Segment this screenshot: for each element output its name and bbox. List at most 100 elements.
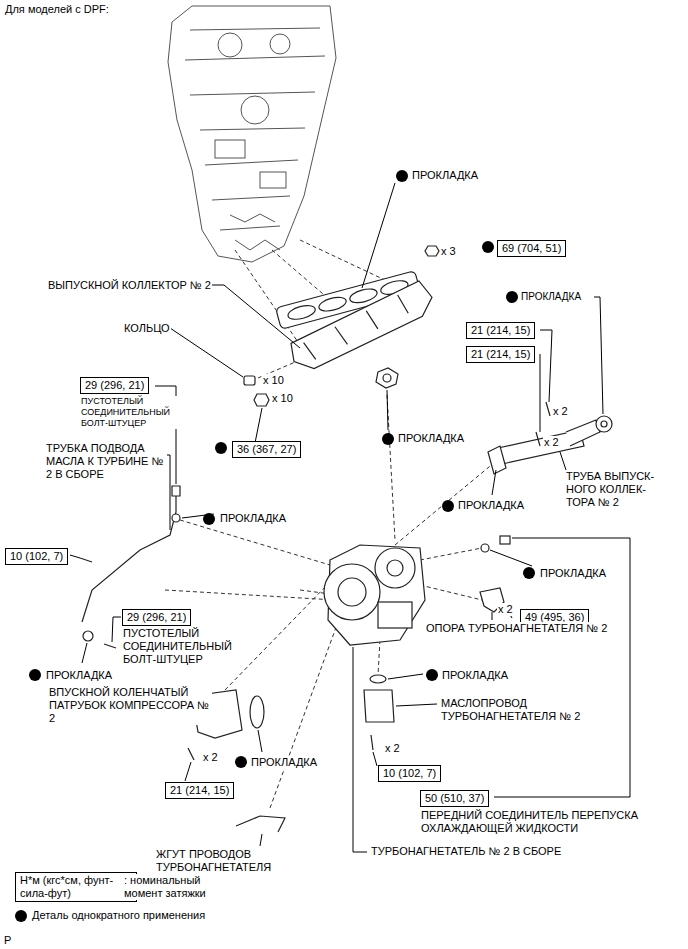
- engine-sketch: [218, 33, 242, 57]
- oil-outlet-pipe: [364, 690, 394, 722]
- torque-box: 10 (102, 7): [5, 548, 68, 565]
- engine-sketch: [230, 214, 280, 250]
- single-use-dot: [215, 442, 227, 454]
- small-gasket: [376, 368, 398, 388]
- single-use-dot: [29, 669, 41, 681]
- oil-outlet-pipe: [371, 735, 373, 750]
- part-name: ПРОКЛАДКА: [250, 756, 318, 769]
- leader-line: [560, 452, 566, 470]
- quantity-mark: x 2: [552, 405, 569, 418]
- wire-harness: [236, 816, 285, 832]
- oil-feed-pipe: [83, 631, 93, 641]
- torque-value: 29 (296, 21): [85, 379, 144, 392]
- part-name: ТУРБОНАГНЕТАТЕЛЬ № 2 В СБОРЕ: [370, 845, 562, 858]
- single-use-dot: [203, 513, 215, 525]
- engine-sketch: [185, 28, 325, 230]
- part-name: ПУСТОТЕЛЫЙ СОЕДИНИТЕЛЬНЫЙ БОЛТ-ШТУЦЕР: [122, 627, 242, 666]
- turbocharger: [324, 545, 425, 645]
- torque-box: 50 (510, 37): [420, 790, 489, 807]
- part-name: ПРОКЛАДКА: [411, 169, 479, 182]
- single-use-dot: [523, 567, 535, 579]
- leader-line: [492, 612, 493, 620]
- turbocharger: [375, 548, 415, 588]
- quantity-mark: x 10: [271, 392, 294, 405]
- torque-value: 10 (102, 7): [383, 767, 436, 780]
- ring-and-nut: [244, 376, 255, 385]
- part-name: ПРОКЛАДКА: [45, 669, 113, 682]
- torque-value: 69 (704, 51): [502, 242, 561, 255]
- part-name: ПРОКЛАДКА: [520, 291, 582, 303]
- torque-box: 29 (296, 21): [80, 377, 149, 394]
- quantity-mark: x 2: [202, 751, 219, 764]
- dashed-assembly-line: [420, 585, 482, 600]
- oil-feed-pipe: [82, 494, 176, 622]
- compressor-elbow: [188, 748, 194, 760]
- leader-line: [396, 704, 437, 706]
- dashed-assembly-line: [378, 640, 380, 675]
- small-gasket: [383, 374, 391, 382]
- leader-line: [82, 643, 87, 663]
- manifold-gasket: [287, 303, 317, 322]
- exhaust-pipe: [596, 416, 612, 432]
- engine-sketch: [260, 172, 286, 188]
- coolant-connector: [481, 544, 489, 552]
- part-name: ПРОКЛАДКА: [219, 512, 287, 525]
- leader-line: [170, 328, 243, 377]
- nut: [425, 246, 439, 256]
- turbocharger: [378, 602, 412, 628]
- ring-and-nut: [254, 394, 269, 406]
- manifold-gasket: [317, 295, 347, 314]
- dashed-assembly-line: [270, 622, 338, 808]
- exhaust-pipe: [488, 402, 612, 474]
- single-use-dot: [396, 170, 408, 182]
- leader-line: [387, 390, 388, 430]
- torque-box: 10 (102, 7): [378, 765, 441, 782]
- single-use-dot: [442, 500, 454, 512]
- leader-line: [388, 674, 423, 679]
- leader-line: [362, 183, 395, 288]
- exhaust-pipe: [601, 421, 607, 427]
- leader-line: [212, 285, 300, 348]
- coolant-connector: [500, 536, 510, 544]
- coolant-connector: [481, 536, 510, 552]
- dashed-assembly-line: [180, 520, 330, 565]
- torque-box: 36 (367, 27): [232, 441, 301, 458]
- part-name: ТРУБКА ПОДВОДА МАСЛА К ТУРБИНЕ № 2 В СБО…: [45, 442, 167, 481]
- single-use-dot: [506, 291, 518, 303]
- single-use-dot: [235, 756, 247, 768]
- part-name: ПРОКЛАДКА: [441, 669, 509, 682]
- single-use-dot: [482, 241, 494, 253]
- oil-outlet-pipe: [364, 675, 394, 750]
- engine-sketch: [241, 96, 269, 124]
- wire-harness: [236, 816, 285, 832]
- part-name: ПРОКЛАДКА: [397, 432, 465, 445]
- part-name: ЖГУТ ПРОВОДОВ ТУРБОНАГНЕТАТЕЛЯ: [155, 848, 295, 874]
- exhaust-pipe: [566, 420, 600, 446]
- part-name: ВПУСКНОЙ КОЛЕНЧАТЫЙ ПАТРУБОК КОМПРЕССОРА…: [48, 686, 212, 725]
- oil-feed-pipe: [172, 486, 180, 496]
- engine-sketch: [270, 34, 290, 54]
- exhaust-manifold: [284, 279, 441, 375]
- leader-line: [594, 297, 603, 414]
- leader-line: [70, 555, 80, 558]
- torque-box: 69 (704, 51): [497, 240, 566, 257]
- legend-sample-box: Н*м (кгс*см, фунт-сила-фут): [15, 872, 137, 902]
- leader-line: [490, 550, 532, 566]
- single-use-dot: [15, 910, 27, 922]
- engine-sketch: [215, 140, 245, 158]
- single-use-dot: [382, 433, 394, 445]
- part-name: ПРОКЛАДКА: [457, 499, 525, 512]
- part-name: ОПОРА ТУРБОНАГНЕТАТЕЛЯ № 2: [425, 622, 608, 635]
- dashed-assembly-line: [300, 240, 385, 280]
- torque-value: 21 (214, 15): [170, 784, 229, 797]
- torque-box: 29 (296, 21): [122, 609, 191, 626]
- leader-line: [540, 354, 541, 432]
- dashed-assembly-line: [387, 395, 395, 540]
- leader-line: [373, 752, 377, 766]
- engine-sketch: [168, 6, 336, 262]
- figure-code: P: [3, 934, 12, 947]
- turbocharger: [387, 560, 403, 576]
- exhaust-manifold: [284, 279, 441, 375]
- exhaust-manifold: [284, 279, 441, 375]
